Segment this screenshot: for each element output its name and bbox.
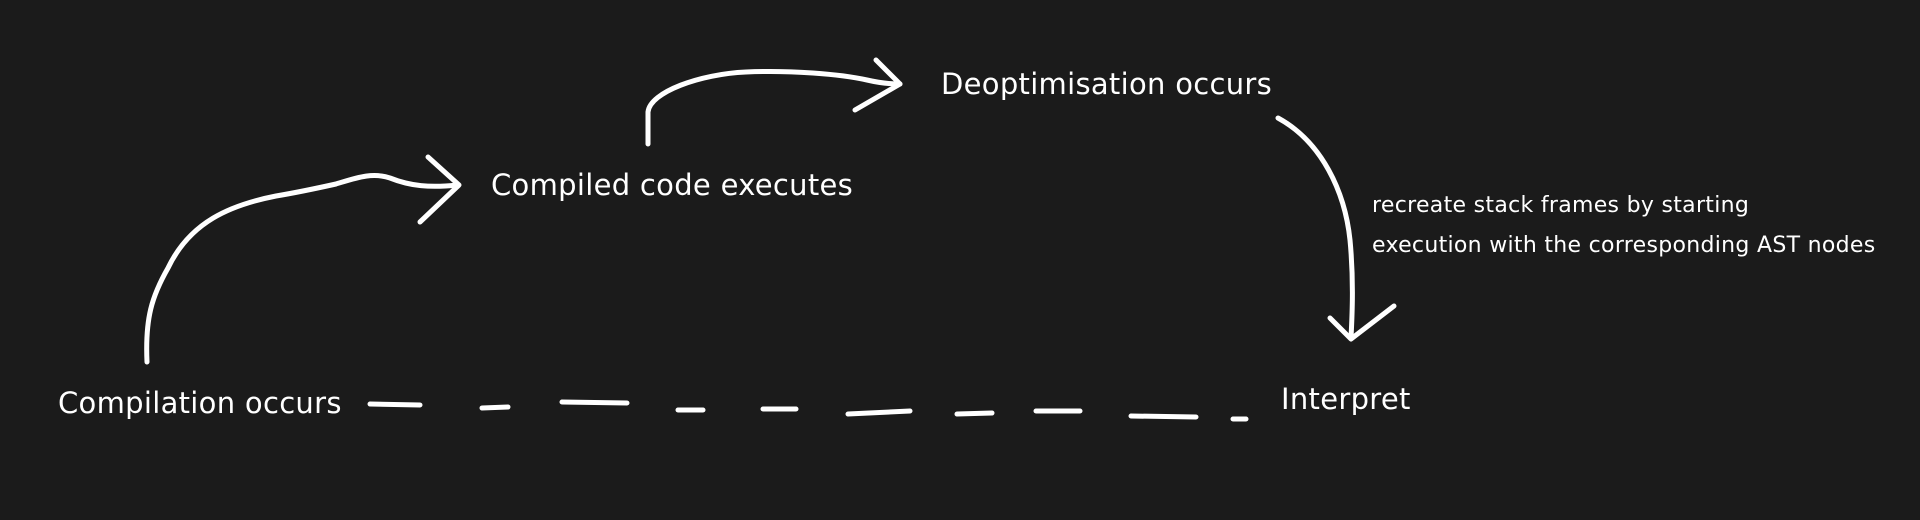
edge-note-line-1: recreate stack frames by starting <box>1372 193 1750 218</box>
node-interpret: Interpret <box>1281 382 1411 416</box>
arrowhead-deopt <box>852 57 903 113</box>
node-compilation-occurs: Compilation occurs <box>58 386 342 420</box>
node-compiled-code-executes: Compiled code executes <box>491 168 854 202</box>
edge-note-deopt-to-interpret: recreate stack frames by starting execut… <box>1372 186 1876 266</box>
arrowhead-interpret <box>1327 303 1397 342</box>
dashed-line-compilation-to-interpret <box>367 399 1249 422</box>
arrow-compilation-to-compiled <box>144 173 460 365</box>
node-deoptimisation-occurs: Deoptimisation occurs <box>941 67 1273 101</box>
arrow-deopt-to-interpret <box>1275 115 1355 341</box>
arrow-compiled-to-deopt <box>645 68 903 147</box>
edge-note-line-2: execution with the corresponding AST nod… <box>1372 233 1876 258</box>
arrowhead-compiled <box>417 154 462 225</box>
